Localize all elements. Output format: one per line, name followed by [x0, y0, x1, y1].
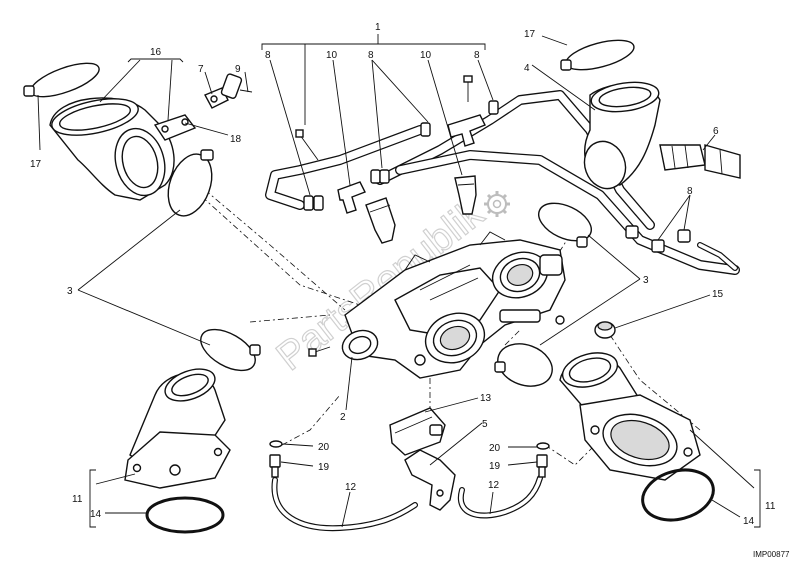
part-number-label: 14 [90, 509, 102, 520]
hose-clamp [200, 328, 261, 372]
part-number-label: 5 [482, 419, 488, 430]
nipple-fitting [269, 454, 281, 478]
part-number-label: 19 [489, 461, 501, 472]
nipple-fitting [536, 454, 548, 478]
part-number-label: 3 [643, 275, 649, 286]
part-number-label: 8 [474, 50, 480, 61]
screw [295, 129, 319, 161]
gasket [153, 114, 197, 141]
part-number-label: 20 [318, 442, 330, 453]
rubber-sleeve [659, 144, 741, 179]
vacuum-hose-lower-left [271, 477, 418, 532]
part-number-label: 13 [480, 393, 492, 404]
part-number-label: 1 [375, 22, 381, 33]
part-number-label: 3 [67, 286, 73, 297]
hose-clamp [167, 149, 214, 217]
hose-clamp [538, 202, 592, 248]
part-number-label: 8 [687, 186, 693, 197]
part-number-label: 17 [30, 159, 42, 170]
part-number-label: 14 [743, 516, 755, 527]
plug [594, 321, 616, 339]
t-connector [447, 114, 486, 147]
part-number-label: 10 [326, 50, 338, 61]
part-number-label: 15 [712, 289, 724, 300]
hose-clips [303, 100, 691, 253]
part-number-label: 10 [420, 50, 432, 61]
bracket [404, 449, 456, 511]
intake-elbow-upper-right [583, 81, 661, 190]
drawing-code: IMP00877 [753, 550, 790, 559]
part-number-label: 6 [713, 126, 719, 137]
hose-end [697, 242, 738, 271]
intake-manifold-upper-left [49, 97, 175, 201]
throttle-body [341, 231, 566, 379]
part-number-label: 19 [318, 462, 330, 473]
sensor [389, 407, 446, 456]
washer [536, 442, 550, 450]
hose-clamp [494, 343, 553, 387]
part-number-label: 20 [489, 443, 501, 454]
vacuum-hose-lower-right [457, 475, 543, 519]
bolt [308, 346, 331, 357]
connector [220, 73, 253, 99]
part-number-label: 4 [524, 63, 530, 74]
gear-watermark-icon [484, 191, 510, 217]
part-number-label: 11 [765, 501, 776, 512]
hose-clamp [560, 39, 635, 71]
hose-clamp [23, 62, 100, 98]
part-number-label: 12 [345, 482, 357, 493]
o-ring [145, 496, 225, 534]
leader-lines [37, 34, 761, 528]
part-number-label: 17 [524, 29, 536, 40]
part-number-label: 8 [265, 50, 271, 61]
t-connector [337, 181, 366, 214]
part-number-label: 18 [230, 134, 242, 145]
part-number-label: 16 [150, 47, 162, 58]
part-number-label: 11 [72, 494, 83, 505]
part-labels: 1 8 10 8 10 8 16 7 9 18 17 17 4 6 8 3 3 … [30, 22, 776, 527]
intake-manifold-lower-right [559, 352, 701, 481]
intake-manifold-lower-left [124, 368, 231, 489]
part-number-label: 8 [368, 50, 374, 61]
part-number-label: 12 [488, 480, 500, 491]
part-number-label: 7 [198, 64, 204, 75]
sensor [454, 175, 477, 215]
washer [269, 440, 283, 448]
screw [463, 75, 473, 102]
part-number-label: 9 [235, 64, 241, 75]
sensor [365, 197, 396, 244]
o-ring [641, 468, 715, 522]
part-number-label: 2 [340, 412, 346, 423]
